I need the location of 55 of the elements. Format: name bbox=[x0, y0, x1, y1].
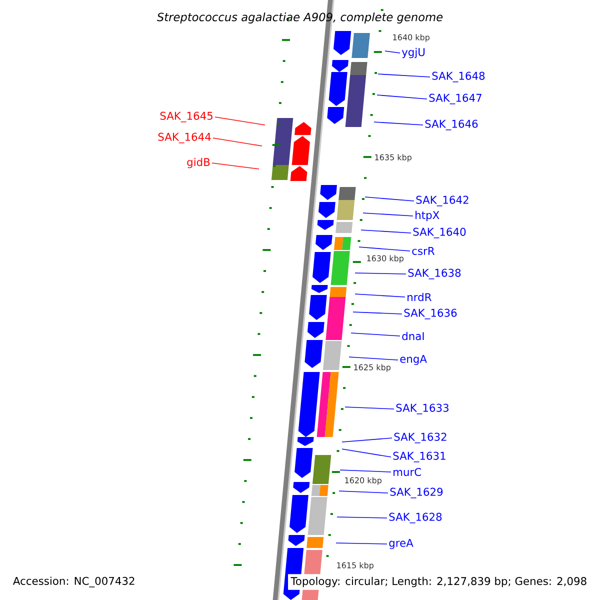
gene-label: SAK_1633 bbox=[396, 404, 448, 414]
leader-line bbox=[364, 196, 414, 202]
leader-line bbox=[358, 246, 410, 252]
leader-line bbox=[360, 230, 412, 234]
gene-label: SAK_1638 bbox=[408, 268, 461, 280]
leader-line bbox=[378, 74, 430, 78]
scale-label: 1620 kbp bbox=[345, 477, 382, 485]
leader-line bbox=[350, 332, 400, 336]
gene-label: SAK_1636 bbox=[404, 308, 457, 320]
leader-line bbox=[214, 116, 266, 126]
leader-line bbox=[354, 272, 406, 274]
gene-label: SAK_1647 bbox=[429, 94, 482, 104]
gene-label: SAK_1645 bbox=[160, 112, 212, 122]
gene-label: dnaI bbox=[402, 332, 424, 340]
gene-label: SAK_1644 bbox=[158, 132, 211, 144]
gene-label: htpX bbox=[416, 210, 440, 222]
gene-label: gidB bbox=[187, 158, 210, 168]
footer-text: Accession: NC_007432 bbox=[10, 574, 138, 590]
leader-line bbox=[376, 94, 428, 100]
scale-label: 1625 kbp bbox=[354, 364, 391, 372]
leader-line bbox=[342, 448, 392, 458]
gene-label: SAK_1646 bbox=[425, 120, 478, 130]
gene-label: SAK_1631 bbox=[393, 452, 446, 462]
leader-line bbox=[384, 50, 400, 54]
leader-line bbox=[336, 542, 388, 544]
leader-line bbox=[212, 138, 262, 146]
gene-label: SAK_1648 bbox=[432, 72, 485, 82]
gene-label: SAK_1628 bbox=[389, 512, 442, 524]
leader-line bbox=[344, 406, 394, 410]
gene-label: murC bbox=[394, 468, 421, 476]
gene-label: SAK_1632 bbox=[394, 432, 446, 444]
leader-line bbox=[354, 294, 406, 298]
gene-label: ygjU bbox=[402, 48, 425, 58]
gene-label: greA bbox=[389, 539, 414, 549]
gene-label: SAK_1640 bbox=[413, 228, 466, 238]
scale-label: 1630 kbp bbox=[367, 255, 404, 263]
leader-line bbox=[340, 470, 392, 472]
gene-label: engA bbox=[400, 355, 427, 365]
gene-label: nrdR bbox=[408, 292, 432, 302]
leader-line bbox=[352, 312, 402, 314]
gene-label: csrR bbox=[412, 247, 435, 255]
scale-label: 1615 kbp bbox=[337, 562, 374, 570]
leader-line bbox=[374, 122, 424, 126]
leader-line bbox=[342, 438, 392, 442]
scale-label: 1635 kbp bbox=[375, 154, 412, 162]
gene-label: SAK_1629 bbox=[390, 488, 443, 498]
gene-label: SAK_1642 bbox=[416, 196, 468, 206]
title: Streptococcus agalactiae A909, complete genome bbox=[157, 12, 443, 24]
leader-line bbox=[362, 212, 414, 216]
leader-line bbox=[338, 490, 388, 494]
leader-line bbox=[336, 516, 388, 518]
leader-line bbox=[212, 162, 260, 170]
leader-line bbox=[348, 356, 398, 360]
scale-label: 1640 kbp bbox=[393, 34, 430, 42]
footer-text: Topology: circular; Length: 2,127,839 bp; Genes: 2,098 bbox=[288, 574, 590, 590]
